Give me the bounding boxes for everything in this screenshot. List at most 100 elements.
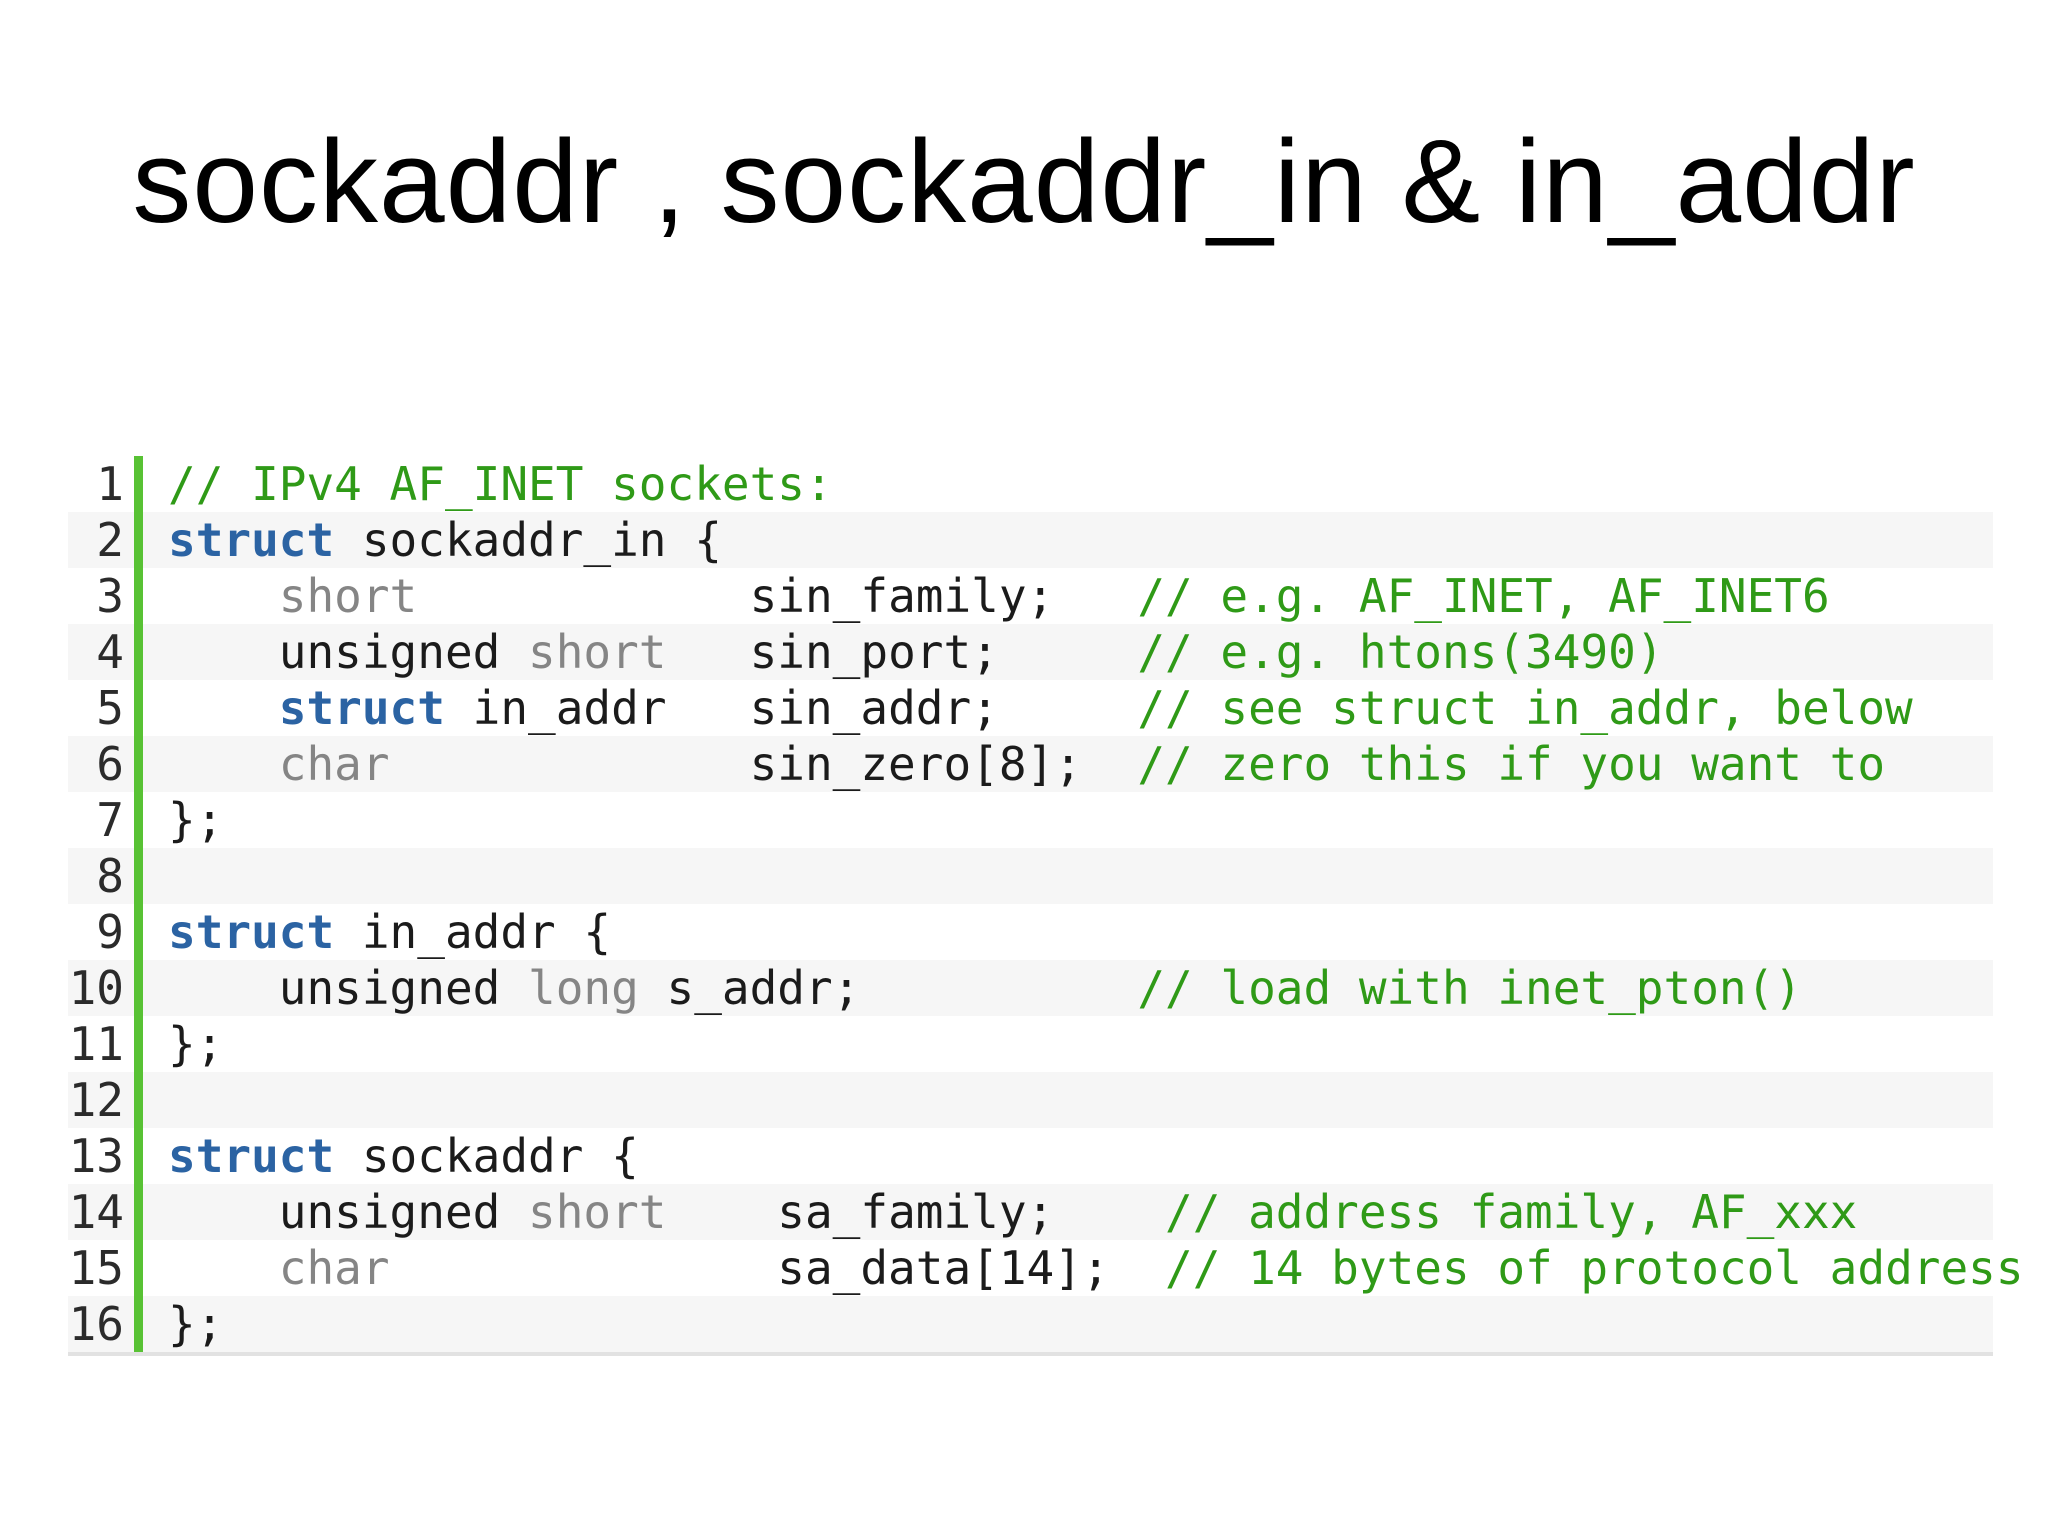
code-text: sin_zero[8]; xyxy=(389,737,1138,791)
gutter-bar xyxy=(134,1072,143,1128)
code-line-content: }; xyxy=(168,1296,223,1352)
line-number: 10 xyxy=(68,961,124,1015)
code-line: 4 unsigned short sin_port; // e.g. htons… xyxy=(68,624,1993,680)
code-line-content: unsigned short sa_family; // address fam… xyxy=(168,1184,1858,1240)
keyword-token: struct xyxy=(168,905,335,959)
gutter-bar xyxy=(134,1240,143,1296)
type-token: char xyxy=(278,1241,390,1295)
line-number: 4 xyxy=(96,625,124,679)
code-block: 1 // IPv4 AF_INET sockets: 2 struct sockadd… xyxy=(68,456,2024,1356)
comment-token: // zero this if you want to xyxy=(1137,737,1886,791)
type-token: short xyxy=(528,625,667,679)
line-number: 5 xyxy=(96,681,124,735)
code-line: 12 xyxy=(68,1072,1993,1128)
type-token: short xyxy=(278,569,418,623)
code-line-content: struct sockaddr_in { xyxy=(168,512,722,568)
code-line: 2 struct sockaddr_in { xyxy=(68,512,1993,568)
line-number: 11 xyxy=(68,1017,124,1071)
code-line-content: }; xyxy=(168,1016,223,1072)
code-text: unsigned xyxy=(168,961,529,1015)
line-number: 15 xyxy=(68,1241,124,1295)
code-line: 6 char sin_zero[8]; // zero this if you … xyxy=(68,736,1993,792)
gutter-bar xyxy=(134,848,143,904)
code-line-content: struct in_addr { xyxy=(168,904,611,960)
code-line: 8 xyxy=(68,848,1993,904)
code-line: 10 unsigned long s_addr; // load with in… xyxy=(68,960,1993,1016)
code-text: sockaddr { xyxy=(334,1129,639,1183)
code-text: }; xyxy=(168,1017,224,1071)
code-line: 13 struct sockaddr { xyxy=(68,1128,1993,1184)
gutter-bar xyxy=(134,1296,143,1352)
code-text: in_addr sin_addr; xyxy=(444,681,1138,735)
line-number: 2 xyxy=(96,513,124,567)
code-line-content: }; xyxy=(168,792,223,848)
type-token: short xyxy=(528,1185,667,1239)
line-number: 13 xyxy=(68,1129,124,1183)
type-token: char xyxy=(278,737,390,791)
gutter-bar xyxy=(134,736,143,792)
code-text: }; xyxy=(168,1297,224,1351)
code-line-content: short sin_family; // e.g. AF_INET, AF_IN… xyxy=(168,568,1830,624)
gutter-bar xyxy=(134,792,143,848)
code-line: 3 short sin_family; // e.g. AF_INET, AF_… xyxy=(68,568,1993,624)
line-number: 6 xyxy=(96,737,124,791)
line-number: 16 xyxy=(68,1297,124,1351)
comment-token: // e.g. AF_INET, AF_INET6 xyxy=(1137,569,1830,623)
gutter-bar xyxy=(134,568,143,624)
slide-title: sockaddr , sockaddr_in & in_addr xyxy=(132,116,1916,248)
comment-token: // see struct in_addr, below xyxy=(1137,681,1913,735)
keyword-token: struct xyxy=(278,681,445,735)
code-line-content: char sin_zero[8]; // zero this if you wa… xyxy=(168,736,1885,792)
gutter-bar xyxy=(134,1016,143,1072)
gutter-bar xyxy=(134,904,143,960)
code-text: s_addr; xyxy=(638,961,1138,1015)
code-line-content: // IPv4 AF_INET sockets: xyxy=(168,456,833,512)
gutter-bar xyxy=(134,1184,143,1240)
code-text: }; xyxy=(168,793,224,847)
comment-token: // address family, AF_xxx xyxy=(1165,1185,1858,1239)
code-line: 11}; xyxy=(68,1016,1993,1072)
code-text: unsigned xyxy=(168,1185,529,1239)
code-text: in_addr { xyxy=(334,905,612,959)
code-line-content: unsigned short sin_port; // e.g. htons(3… xyxy=(168,624,1664,680)
keyword-token: struct xyxy=(168,1129,335,1183)
code-text: sockaddr_in { xyxy=(334,513,722,567)
code-line: 14 unsigned short sa_family; // address … xyxy=(68,1184,1993,1240)
gutter-bar xyxy=(134,680,143,736)
code-text xyxy=(168,737,279,791)
code-text xyxy=(168,1241,279,1295)
line-number: 9 xyxy=(96,905,124,959)
code-line-content: unsigned long s_addr; // load with inet_… xyxy=(168,960,1802,1016)
code-text: sin_port; xyxy=(666,625,1138,679)
gutter-bar xyxy=(134,512,143,568)
code-line-content: struct sockaddr { xyxy=(168,1128,639,1184)
line-number: 7 xyxy=(96,793,124,847)
code-line-content: struct in_addr sin_addr; // see struct i… xyxy=(168,680,1913,736)
line-number: 3 xyxy=(96,569,124,623)
gutter-bar xyxy=(134,624,143,680)
code-text xyxy=(168,569,279,623)
code-text: sa_data[14]; xyxy=(389,1241,1166,1295)
gutter-bar xyxy=(134,960,143,1016)
code-text: sa_family; xyxy=(666,1185,1166,1239)
keyword-token: struct xyxy=(168,513,335,567)
code-text: sin_family; xyxy=(417,569,1138,623)
comment-token: // e.g. htons(3490) xyxy=(1137,625,1664,679)
comment-token: // IPv4 AF_INET sockets: xyxy=(168,457,833,511)
code-text: unsigned xyxy=(168,625,529,679)
type-token: long xyxy=(528,961,639,1015)
comment-token: // 14 bytes of protocol address xyxy=(1165,1241,2024,1295)
gutter-bar xyxy=(134,1128,143,1184)
line-number: 14 xyxy=(68,1185,124,1239)
code-line: 15 char sa_data[14]; // 14 bytes of prot… xyxy=(68,1240,2024,1296)
code-line: 9 struct in_addr { xyxy=(68,904,1993,960)
line-number: 12 xyxy=(68,1073,124,1127)
gutter-bar xyxy=(134,456,143,512)
code-text xyxy=(168,681,279,735)
code-line: 7}; xyxy=(68,792,1993,848)
code-line: 1 // IPv4 AF_INET sockets: xyxy=(68,456,1993,512)
line-number: 1 xyxy=(96,457,124,511)
line-number: 8 xyxy=(96,849,124,903)
comment-token: // load with inet_pton() xyxy=(1137,961,1802,1015)
code-line-content: char sa_data[14]; // 14 bytes of protoco… xyxy=(168,1240,2024,1296)
